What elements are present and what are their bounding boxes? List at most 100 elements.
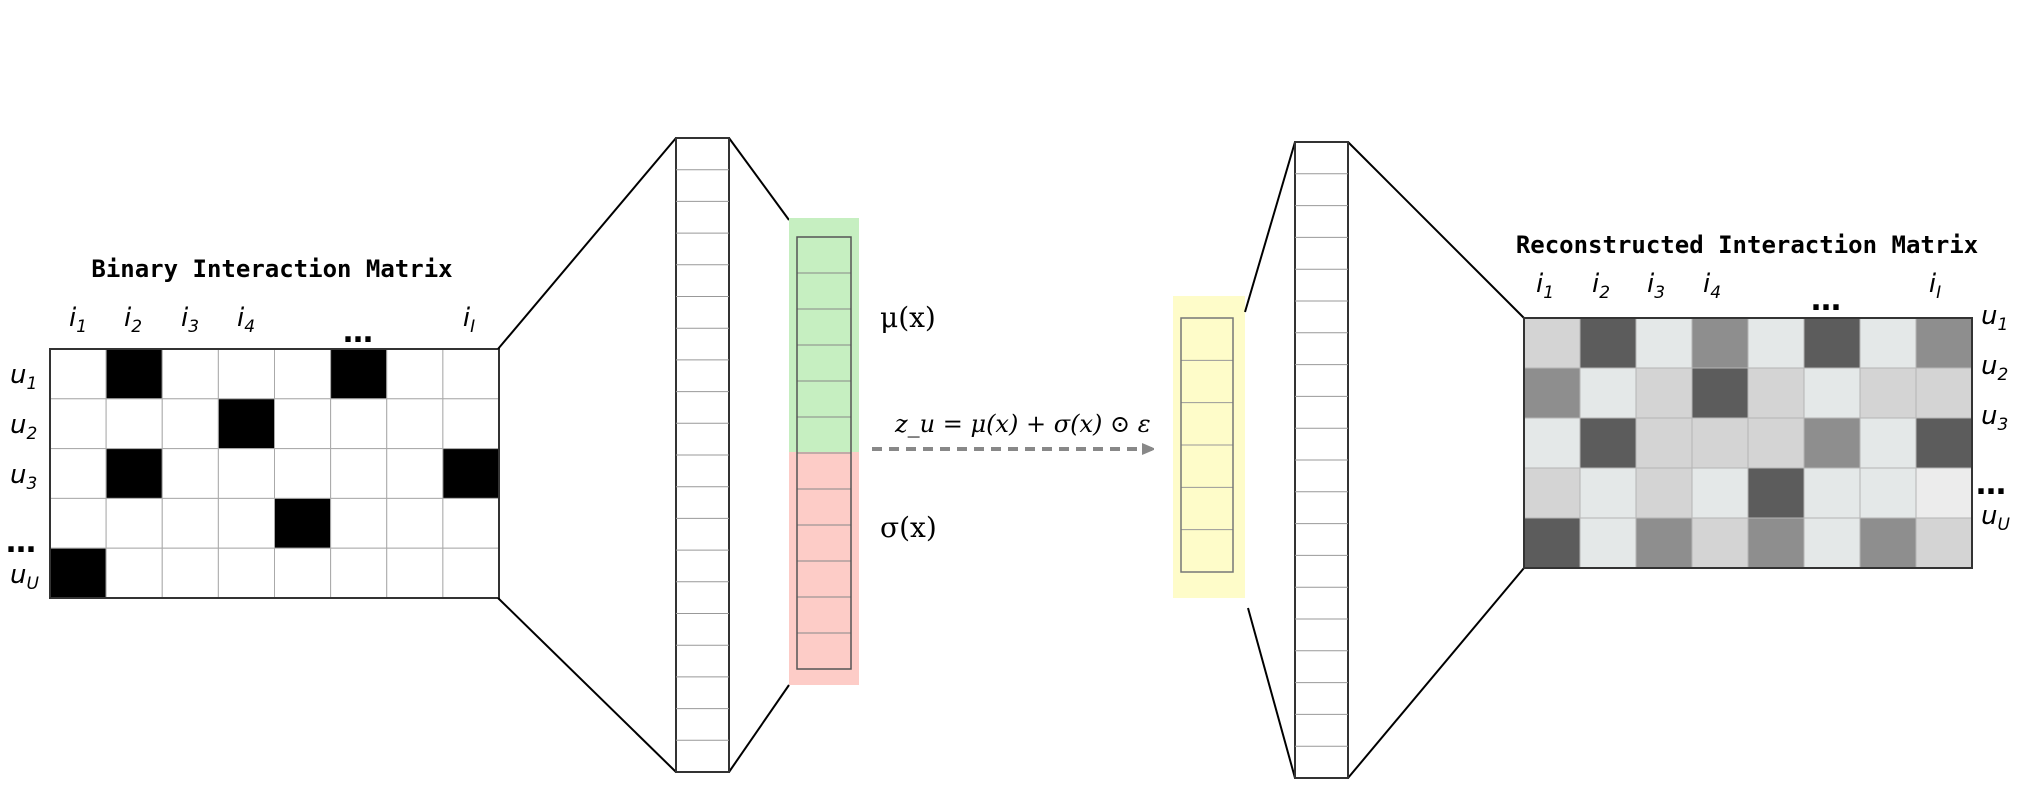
matrix-cell (1579, 517, 1637, 569)
matrix-cell (1523, 367, 1581, 419)
left-col-label-i1: i1 (69, 303, 87, 337)
right-row-label-u2: u2 (1981, 351, 2008, 385)
left-row-label-u2: u2 (10, 410, 37, 444)
matrix-border (1523, 317, 1973, 569)
matrix-cell (1691, 417, 1749, 469)
matrix-cell (1859, 317, 1917, 369)
matrix-cell (1747, 517, 1805, 569)
right-col-label-i3: i3 (1647, 269, 1665, 303)
matrix-cell (1803, 367, 1861, 419)
matrix-cell (1747, 317, 1805, 369)
vector-frame (1180, 317, 1234, 573)
matrix-cell (1747, 367, 1805, 419)
right-matrix-col-labels: i1 i2 i3 i4 … iI (1536, 269, 1941, 318)
sigma-block-background (789, 452, 859, 685)
matrix-cell (161, 497, 219, 549)
encoder-layer (675, 137, 730, 773)
right-row-label-ellipsis: … (1976, 467, 2006, 502)
matrix-cell (274, 448, 332, 499)
matrix-cell (1579, 467, 1637, 519)
right-col-label-i2: i2 (1592, 269, 1610, 303)
mu-label: μ(x) (880, 301, 936, 334)
left-matrix-row-labels: u1 u2 u3 … uU (6, 360, 39, 594)
matrix-cell (386, 348, 444, 400)
matrix-cell (105, 497, 163, 549)
matrix-cell (49, 398, 107, 450)
matrix-cell (1691, 317, 1749, 369)
matrix-cell (330, 448, 388, 499)
left-matrix-col-labels: i1 i2 i3 i4 … iI (69, 303, 475, 350)
matrix-cell (1635, 417, 1693, 469)
reparameterization-equation: z_u = μ(x) + σ(x) ⊙ ε (894, 410, 1151, 438)
matrix-cell (161, 448, 219, 499)
right-matrix-grid (1523, 317, 1973, 569)
matrix-cell (1635, 367, 1693, 419)
matrix-cell (217, 348, 275, 400)
latent-parameter-vector (796, 236, 852, 670)
decoder-layer (1294, 141, 1349, 779)
matrix-cell (1859, 467, 1917, 519)
matrix-cell (105, 398, 163, 450)
matrix-cell (330, 348, 388, 400)
matrix-cell (49, 547, 107, 599)
matrix-cell (1803, 517, 1861, 569)
left-col-label-ellipsis: … (343, 315, 373, 350)
matrix-cell (217, 497, 275, 549)
right-col-label-i1: i1 (1536, 269, 1554, 303)
matrix-cell (330, 497, 388, 549)
left-row-label-uU: uU (10, 560, 39, 594)
right-col-label-i4: i4 (1703, 269, 1721, 303)
matrix-cell (1915, 367, 1973, 419)
matrix-cell (442, 348, 500, 400)
matrix-cell (442, 547, 500, 599)
matrix-cell (1691, 517, 1749, 569)
matrix-cell (1915, 517, 1973, 569)
left-row-label-ellipsis: … (6, 525, 36, 560)
matrix-cell (49, 448, 107, 499)
matrix-cell (161, 348, 219, 400)
matrix-cell (1523, 417, 1581, 469)
matrix-cell (1523, 317, 1581, 369)
matrix-cell (161, 547, 219, 599)
matrix-cell (386, 547, 444, 599)
matrix-cell (105, 547, 163, 599)
left-col-label-i4: i4 (237, 303, 255, 337)
matrix-cell (1803, 467, 1861, 519)
matrix-cell (1859, 367, 1917, 419)
matrix-cell (1747, 417, 1805, 469)
matrix-cell (1523, 467, 1581, 519)
matrix-cell (1523, 517, 1581, 569)
matrix-cell (1859, 517, 1917, 569)
matrix-cell (442, 497, 500, 549)
left-matrix-grid (49, 348, 500, 599)
matrix-cell (442, 398, 500, 450)
left-col-label-iI: iI (463, 303, 475, 337)
matrix-cell (1915, 317, 1973, 369)
right-col-label-ellipsis: … (1811, 283, 1841, 318)
matrix-cell (49, 497, 107, 549)
right-col-label-iI: iI (1929, 269, 1941, 303)
matrix-cell (1859, 417, 1917, 469)
latent-z-vector (1180, 317, 1234, 573)
matrix-cell (217, 547, 275, 599)
right-matrix-row-labels: u1 u2 u3 … uU (1976, 301, 2010, 535)
sigma-label: σ(x) (880, 511, 937, 544)
matrix-cell (161, 398, 219, 450)
matrix-cell (1635, 317, 1693, 369)
matrix-cell (49, 348, 107, 400)
right-matrix-title: Reconstructed Interaction Matrix (1516, 231, 1978, 259)
matrix-cell (386, 398, 444, 450)
matrix-cell (330, 398, 388, 450)
matrix-cell (274, 398, 332, 450)
left-row-label-u3: u3 (10, 460, 37, 494)
right-row-label-u3: u3 (1981, 401, 2008, 435)
decoder-connector-lines (1244, 141, 1525, 779)
matrix-cell (274, 547, 332, 599)
left-col-label-i2: i2 (124, 303, 142, 337)
right-row-label-u1: u1 (1981, 301, 2008, 335)
left-row-label-u1: u1 (10, 360, 37, 394)
matrix-cell (217, 448, 275, 499)
matrix-cell (1691, 367, 1749, 419)
vector-frame (796, 236, 852, 670)
